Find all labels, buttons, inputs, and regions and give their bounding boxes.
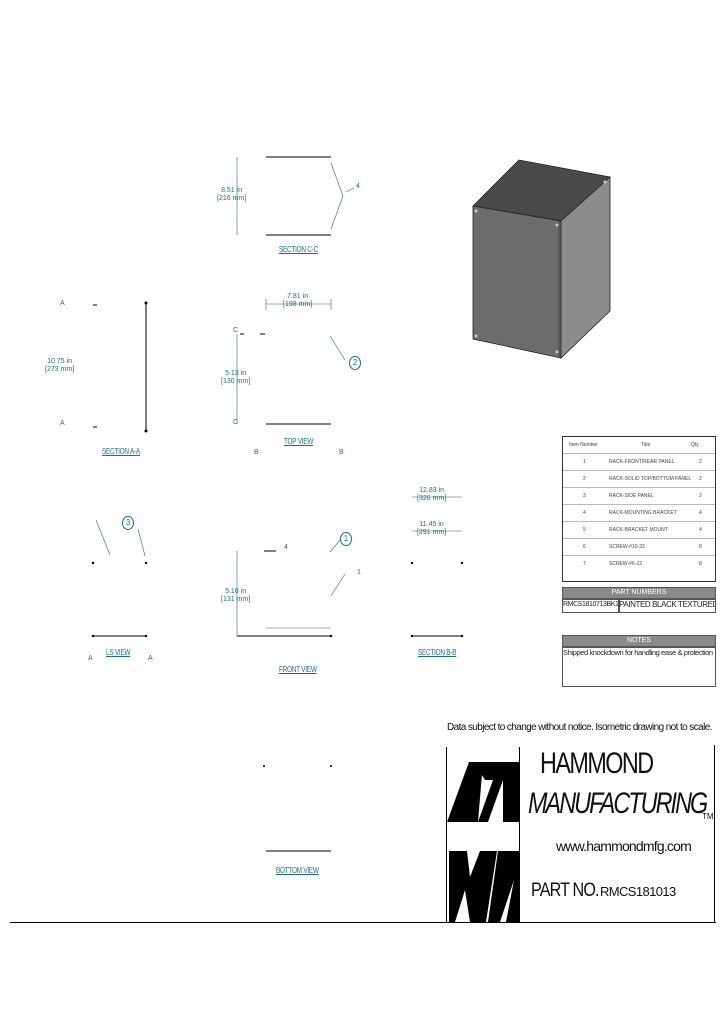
part-no-value: RMCS181013: [600, 884, 676, 899]
top-depth-in: 5.13 in: [225, 370, 247, 377]
top-depth-mm: [130 mm]: [221, 378, 251, 385]
part-no-label: PART NO.: [531, 880, 600, 901]
a-height-mm: [273 mm]: [45, 366, 75, 373]
b-outer-mm: [326 mm]: [417, 495, 447, 502]
bom-item: 6: [583, 544, 586, 550]
table-row: 1 RACK-FRONT/REAR PANEL 2: [563, 454, 715, 471]
part-numbers-header: PART NUMBERS: [562, 587, 716, 599]
top-width-in: 7.81 in: [287, 293, 309, 300]
part-desc-cell: PAINTED BLACK TEXTURED: [618, 599, 716, 613]
notes-cell: Shipped knockdown for handling ease & pr…: [562, 647, 716, 687]
bom-item: 5: [583, 527, 586, 533]
brand-url: www.hammondmfg.com: [556, 838, 692, 854]
table-row: 4 RACK-MOUNTING BRACKET 4: [563, 505, 715, 522]
front-view-label: FRONT VIEW: [279, 665, 317, 674]
bom-item: 3: [583, 493, 586, 499]
front-marker-4: 4: [284, 544, 288, 551]
b-outer-in: 12.83 in: [419, 487, 445, 494]
balloon-3: 3: [122, 516, 134, 530]
sheet-right-border: [714, 745, 715, 923]
bom-table: Item Number Title Qty 1 RACK-FRONT/REAR …: [562, 436, 716, 582]
bottom-view-label: BOTTOM VIEW: [276, 866, 319, 875]
a-height-dimension: 10.75 in [273 mm]: [45, 358, 74, 374]
top-marker-c: C: [233, 327, 239, 334]
front-height-dimension: 5.16 in [131 mm]: [221, 588, 250, 604]
section-b-label: SECTION B-B: [418, 648, 457, 657]
part-number-cell: RMCS1810713BK1: [562, 599, 620, 613]
section-c-label: SECTION C-C: [279, 245, 318, 254]
hammond-logo-mark: [447, 762, 519, 922]
isometric-enclosure: [472, 159, 611, 359]
section-a-label: SECTION A-A: [102, 447, 140, 456]
bom-title: RACK-FRONT/REAR PANEL: [609, 459, 675, 465]
bom-item: 7: [583, 561, 586, 567]
balloon-4-marker: 4: [356, 183, 360, 190]
c-height-mm: [216 mm]: [217, 195, 247, 202]
b-inner-mm: [291 mm]: [417, 529, 447, 536]
bom-header-qty: Qty: [691, 442, 699, 448]
bom-item: 1: [583, 459, 586, 465]
top-width-dimension: 7.81 in [198 mm]: [283, 293, 312, 309]
brand-manufacturing: MANUFACTURING: [528, 787, 708, 820]
bom-qty: 8: [699, 544, 702, 550]
section-a-top-marker: A: [60, 300, 65, 307]
front-marker-5: 1: [357, 569, 361, 576]
bom-title: SCREW-#6-32: [609, 561, 642, 567]
brand-hammond: HAMMOND: [540, 747, 654, 780]
bom-header-item: Item Number: [569, 442, 598, 448]
bom-qty: 2: [699, 493, 702, 499]
ls-view-label: LS VIEW: [106, 648, 131, 657]
front-height-mm: [131 mm]: [221, 596, 251, 603]
title-block-divider: [519, 747, 520, 923]
bom-qty: 2: [699, 459, 702, 465]
ls-marker-a-right: A: [148, 655, 153, 662]
table-row: 5 RACK-BRACKET MOUNT 4: [563, 522, 715, 539]
section-a-bottom-marker: A: [60, 420, 65, 427]
front-height-in: 5.16 in: [225, 588, 247, 595]
disclaimer-text: Data subject to change without notice. I…: [447, 722, 712, 733]
top-view-label: TOP VIEW: [284, 437, 314, 446]
balloon-1: 1: [340, 532, 352, 546]
table-row: 6 SCREW-#10-32 8: [563, 539, 715, 556]
table-row: 7 SCREW-#6-32 8: [563, 556, 715, 572]
bom-qty: 2: [699, 476, 702, 482]
b-inner-dimension: 11.45 in [291 mm]: [417, 521, 446, 537]
bom-title: RACK-BRACKET MOUNT: [609, 527, 668, 533]
ls-marker-a-left: A: [88, 655, 93, 662]
title-block-left-border: [446, 747, 447, 923]
bom-item: 2: [583, 476, 586, 482]
b-outer-dimension: 12.83 in [326 mm]: [417, 487, 446, 503]
table-row: 2 RACK-SOLID TOP/BOTTOM PANEL 2: [563, 471, 715, 488]
bom-header-title: Title: [641, 442, 651, 448]
bom-qty: 4: [699, 527, 702, 533]
bom-item: 4: [583, 510, 586, 516]
notes-header: NOTES: [562, 635, 716, 647]
brand-trademark: TM: [702, 812, 714, 821]
top-marker-b-right: B: [339, 449, 344, 456]
b-inner-in: 11.45 in: [419, 521, 444, 528]
top-marker-c-bottom: C: [233, 419, 239, 426]
table-row: 3 RACK-SIDE PANEL 2: [563, 488, 715, 505]
top-depth-dimension: 5.13 in [130 mm]: [221, 370, 250, 386]
a-height-in: 10.75 in: [47, 358, 73, 365]
balloon-2: 2: [349, 356, 361, 370]
top-width-mm: [198 mm]: [283, 301, 313, 308]
bom-header-row: Item Number Title Qty: [563, 437, 715, 454]
bom-title: RACK-MOUNTING BRACKET: [609, 510, 677, 516]
sheet-bottom-border: [10, 922, 716, 923]
bom-title: SCREW-#10-32: [609, 544, 645, 550]
bom-qty: 4: [699, 510, 702, 516]
bom-title: RACK-SIDE PANEL: [609, 493, 654, 499]
bom-qty: 8: [699, 561, 702, 567]
top-marker-b-left: B: [254, 449, 259, 456]
c-height-in: 8.51 in: [221, 187, 243, 194]
c-height-dimension: 8.51 in [216 mm]: [217, 187, 246, 203]
bom-title: RACK-SOLID TOP/BOTTOM PANEL: [609, 476, 692, 482]
